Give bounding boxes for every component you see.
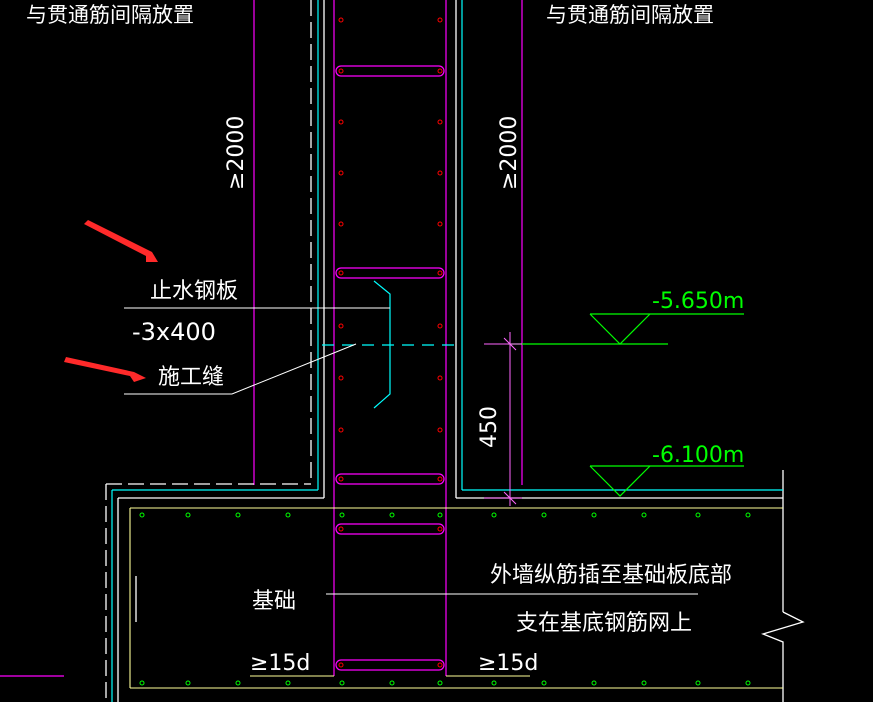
plate-spec-label: -3x400 — [132, 318, 216, 346]
elevation-upper: -5.650m — [652, 289, 744, 314]
rebar-note-line1: 外墙纵筋插至基础板底部 — [490, 563, 732, 588]
dimension-450-label: 450 — [477, 406, 502, 448]
arrow-icon — [64, 357, 146, 382]
dimension-left: ≥2000 — [224, 116, 249, 190]
rebar-dots-red — [338, 17, 443, 668]
anchor-right-label: ≥15d — [478, 651, 538, 676]
rebar-note-line2: 支在基底钢筋网上 — [516, 611, 692, 636]
cyan-outlines — [111, 0, 783, 702]
dimension-right: ≥2000 — [497, 116, 522, 190]
construction-joint-label: 施工缝 — [158, 365, 224, 390]
wall-outline — [105, 0, 805, 702]
foundation-rebar — [129, 507, 783, 689]
elevation-markers — [508, 313, 744, 497]
rebar-dots-green — [139, 512, 751, 686]
foundation-label: 基础 — [252, 589, 296, 614]
red-arrows — [64, 220, 158, 382]
elevation-lower: -6.100m — [652, 443, 744, 468]
arrow-icon — [84, 220, 158, 262]
top-right-note: 与贯通筋间隔放置 — [546, 3, 714, 27]
leader-lines — [124, 307, 698, 595]
dimension-450 — [484, 332, 522, 506]
anchor-left-label: ≥15d — [250, 651, 310, 676]
water-stop-plate-label: 止水钢板 — [150, 279, 238, 304]
wall-rebar — [0, 0, 523, 677]
top-left-note: 与贯通筋间隔放置 — [26, 3, 194, 27]
